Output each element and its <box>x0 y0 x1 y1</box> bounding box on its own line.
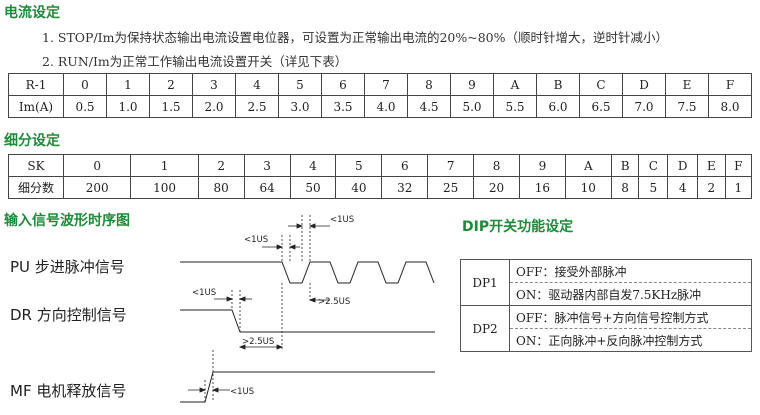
dip-dp2-on: ON：正向脉冲+反向脉冲控制方式 <box>509 328 752 352</box>
subdiv-value-cell: 40 <box>335 176 383 199</box>
dr-25us-label: >2.5US <box>242 337 274 347</box>
current-value-cell: 4.0 <box>364 95 408 118</box>
mf-signal-label: MF 电机释放信号 <box>10 382 127 400</box>
subdiv-key-cell: A <box>564 154 612 177</box>
mf-waveform <box>180 371 435 403</box>
subdiv-value-cell: 100 <box>130 176 199 199</box>
subdiv-value-cell: 10 <box>564 176 612 199</box>
dip-row-dp2-on: ON：正向脉冲+反向脉冲控制方式 <box>461 328 752 352</box>
subdiv-value-cell: 1 <box>724 176 753 199</box>
dip-dp1-off: OFF：接受外部脉冲 <box>509 259 752 283</box>
subdiv-value-cell: 16 <box>518 176 566 199</box>
dr-signal-label: DR 方向控制信号 <box>10 306 127 324</box>
dip-dp2-off: OFF：脉冲信号+方向信号控制方式 <box>509 305 752 329</box>
dip-dp1-on: ON：驱动器内部自发7.5KHz脉冲 <box>509 282 752 306</box>
dip-row-dp1-off: DP1 OFF：接受外部脉冲 <box>460 259 752 306</box>
subdiv-value-cell: 200 <box>62 176 132 199</box>
subdiv-value-cell: 32 <box>381 176 429 199</box>
pu-signal-label: PU 步进脉冲信号 <box>10 258 125 276</box>
current-value-cell: 1.0 <box>106 95 150 118</box>
dip-section-title: DIP开关功能设定 <box>462 219 574 235</box>
pu-waveform <box>180 261 435 284</box>
pu-1us-label-b: <1US <box>330 215 354 225</box>
dip-dp2-key: DP2 <box>460 305 510 352</box>
subdiv-value-cell: 8 <box>610 176 640 199</box>
current-value-cell: 2.0 <box>192 95 236 118</box>
current-value-cell: 8.0 <box>708 95 752 118</box>
current-value-cell: 6.5 <box>579 95 623 118</box>
current-value-cell: 5.0 <box>450 95 494 118</box>
current-value-cell: 4.5 <box>407 95 451 118</box>
dip-row-dp2-off: DP2 OFF：脉冲信号+方向信号控制方式 <box>460 305 752 352</box>
current-value-cell: 7.0 <box>622 95 666 118</box>
current-note-2: 2. RUN/Im为正常工作输出电流设置开关（详见下表） <box>42 54 348 69</box>
current-value-cell: 1.5 <box>149 95 193 118</box>
dip-dp1-key: DP1 <box>460 259 510 306</box>
subdiv-value-cell: 25 <box>427 176 475 199</box>
current-row-header-2: Im(A) <box>8 95 64 118</box>
pu-1us-label-a: <1US <box>244 235 268 245</box>
current-section-title: 电流设定 <box>4 5 60 21</box>
subdiv-value-cell: 4 <box>667 176 699 199</box>
dip-row-dp1-on: ON：驱动器内部自发7.5KHz脉冲 <box>461 282 752 306</box>
current-value-cell: 5.5 <box>493 95 537 118</box>
subdiv-section-title: 细分设定 <box>4 133 60 149</box>
dr-1us-label: <1US <box>192 288 216 298</box>
current-value-cell: 3.0 <box>278 95 322 118</box>
current-value-cell: 7.5 <box>665 95 709 118</box>
dip-table: DP1 OFF：接受外部脉冲 ON：驱动器内部自发7.5KHz脉冲 DP2 OF… <box>460 259 752 352</box>
mf-1us-label: <1US <box>230 387 254 397</box>
dr-waveform <box>180 309 435 333</box>
timing-section-title: 输入信号波形时序图 <box>4 213 130 229</box>
subdiv-row-header-2: 细分数 <box>8 176 64 199</box>
subdiv-value-cell: 80 <box>197 176 245 199</box>
subdiv-value-cell: 64 <box>243 176 291 199</box>
current-note-1: 1. STOP/Im为保持状态输出电流设置电位器，可设置为正常输出电流的20%~… <box>42 30 669 45</box>
pu-25us-label: >2.5US <box>318 297 350 307</box>
current-value-cell: 2.5 <box>235 95 279 118</box>
